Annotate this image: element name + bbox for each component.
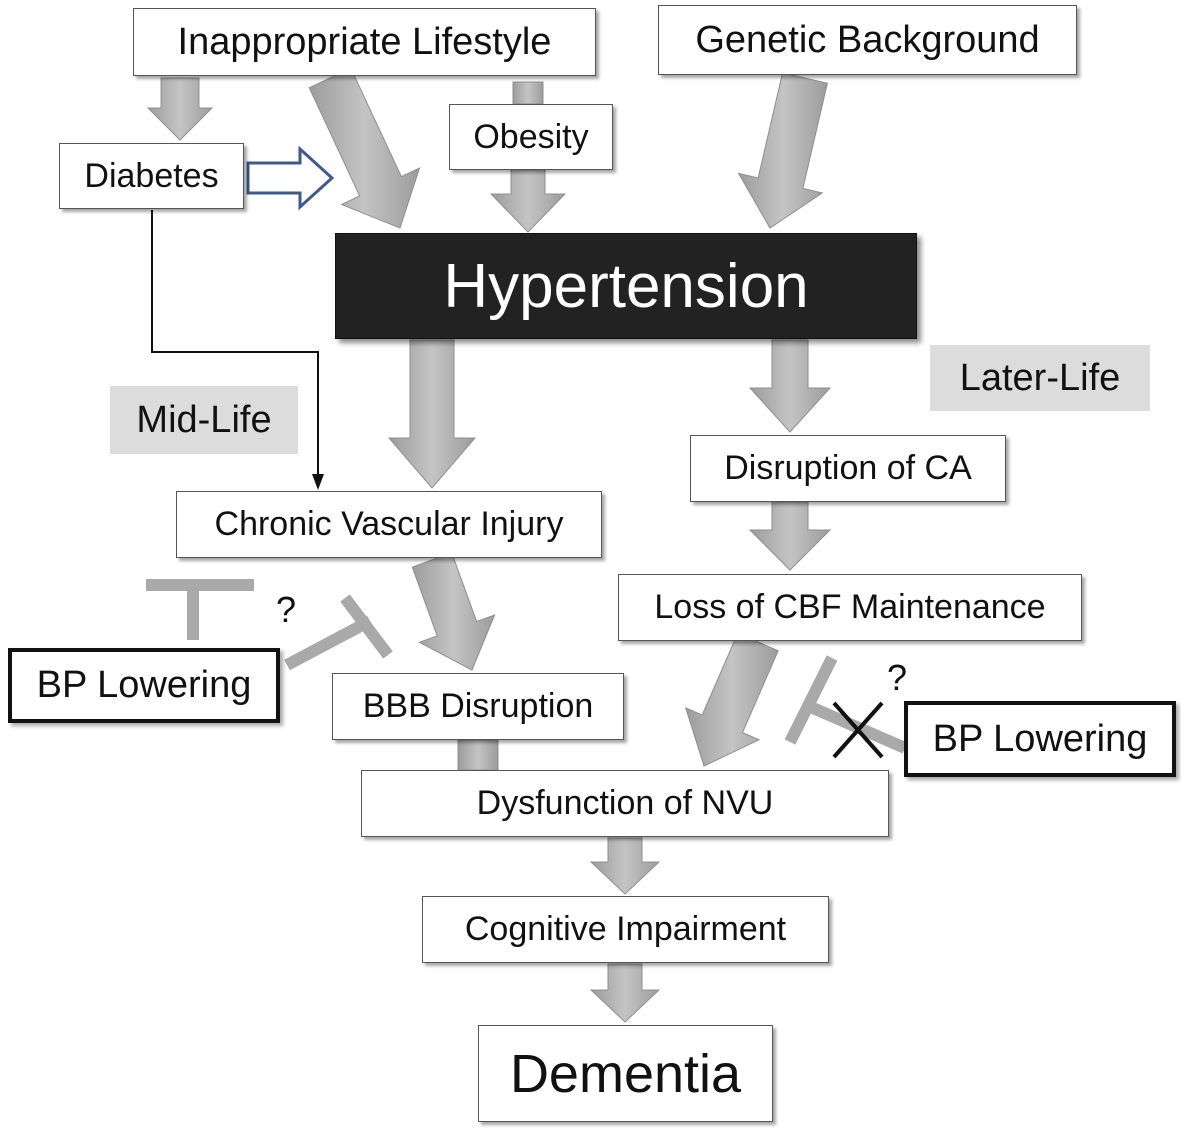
mid-life-tag: Mid-Life [110, 386, 298, 454]
loss-of-cbf-label: Loss of CBF Maintenance [654, 588, 1046, 626]
inappropriate-lifestyle-node: Inappropriate Lifestyle [133, 8, 596, 76]
lifestyle-to-hypertension-arrow [308, 67, 421, 229]
vascular-injury-to-bbb-arrow [411, 552, 496, 671]
bp-lowering-right-label: BP Lowering [932, 717, 1148, 760]
bp-lowering-left-node: BP Lowering [8, 648, 280, 723]
hypertension-label: Hypertension [443, 251, 809, 321]
bbb-disruption-node: BBB Disruption [332, 673, 624, 740]
hypertension-to-ca-arrow [748, 339, 832, 433]
bp-lowering-right-node: BP Lowering [904, 701, 1176, 777]
question-mark-right: ? [887, 657, 908, 698]
cognitive-impairment-label: Cognitive Impairment [464, 910, 787, 948]
blocked-x-icon [832, 701, 884, 759]
question-mark-left: ? [276, 589, 297, 630]
bbb-to-nvu-connector [457, 739, 499, 771]
bp-lowering-left-inhibition [146, 579, 393, 671]
hypertension-to-vascular-injury-arrow [387, 339, 477, 489]
mid-life-label: Mid-Life [136, 398, 272, 441]
bp-lowering-left-label: BP Lowering [36, 664, 252, 706]
ca-to-cbf-arrow [748, 501, 832, 571]
obesity-node: Obesity [449, 104, 613, 170]
diabetes-label: Diabetes [84, 156, 219, 195]
bbb-disruption-label: BBB Disruption [362, 687, 594, 725]
diabetes-node: Diabetes [59, 143, 244, 209]
disruption-of-ca-label: Disruption of CA [724, 449, 972, 487]
cognitive-impairment-node: Cognitive Impairment [422, 896, 829, 963]
genetic-background-label: Genetic Background [695, 18, 1040, 61]
dysfunction-nvu-node: Dysfunction of NVU [361, 770, 889, 837]
later-life-tag: Later-Life [930, 345, 1150, 411]
cbf-to-nvu-arrow [684, 632, 779, 767]
lifestyle-to-diabetes-arrow [146, 77, 214, 141]
hypertension-node: Hypertension [335, 233, 917, 339]
disruption-of-ca-node: Disruption of CA [690, 435, 1006, 502]
diabetes-to-vascular-injury-arrowhead [312, 474, 324, 490]
inappropriate-lifestyle-label: Inappropriate Lifestyle [177, 20, 552, 63]
genetic-background-node: Genetic Background [658, 5, 1077, 75]
dementia-label: Dementia [509, 1043, 742, 1104]
genetic-to-hypertension-arrow [737, 72, 829, 229]
diabetes-to-hypertension-arrow [246, 145, 335, 211]
obesity-to-hypertension-arrow [489, 169, 567, 233]
nvu-to-cognitive-arrow [589, 837, 661, 895]
chronic-vascular-injury-label: Chronic Vascular Injury [214, 505, 564, 543]
dementia-node: Dementia [478, 1025, 773, 1122]
loss-of-cbf-node: Loss of CBF Maintenance [618, 574, 1082, 641]
dysfunction-nvu-label: Dysfunction of NVU [476, 784, 774, 822]
obesity-label: Obesity [473, 117, 589, 156]
chronic-vascular-injury-node: Chronic Vascular Injury [176, 491, 602, 558]
obesity-stem-arrow [512, 81, 544, 105]
later-life-label: Later-Life [959, 356, 1121, 399]
cognitive-to-dementia-arrow [589, 963, 661, 1023]
diabetes-to-vascular-injury-line [151, 210, 319, 482]
